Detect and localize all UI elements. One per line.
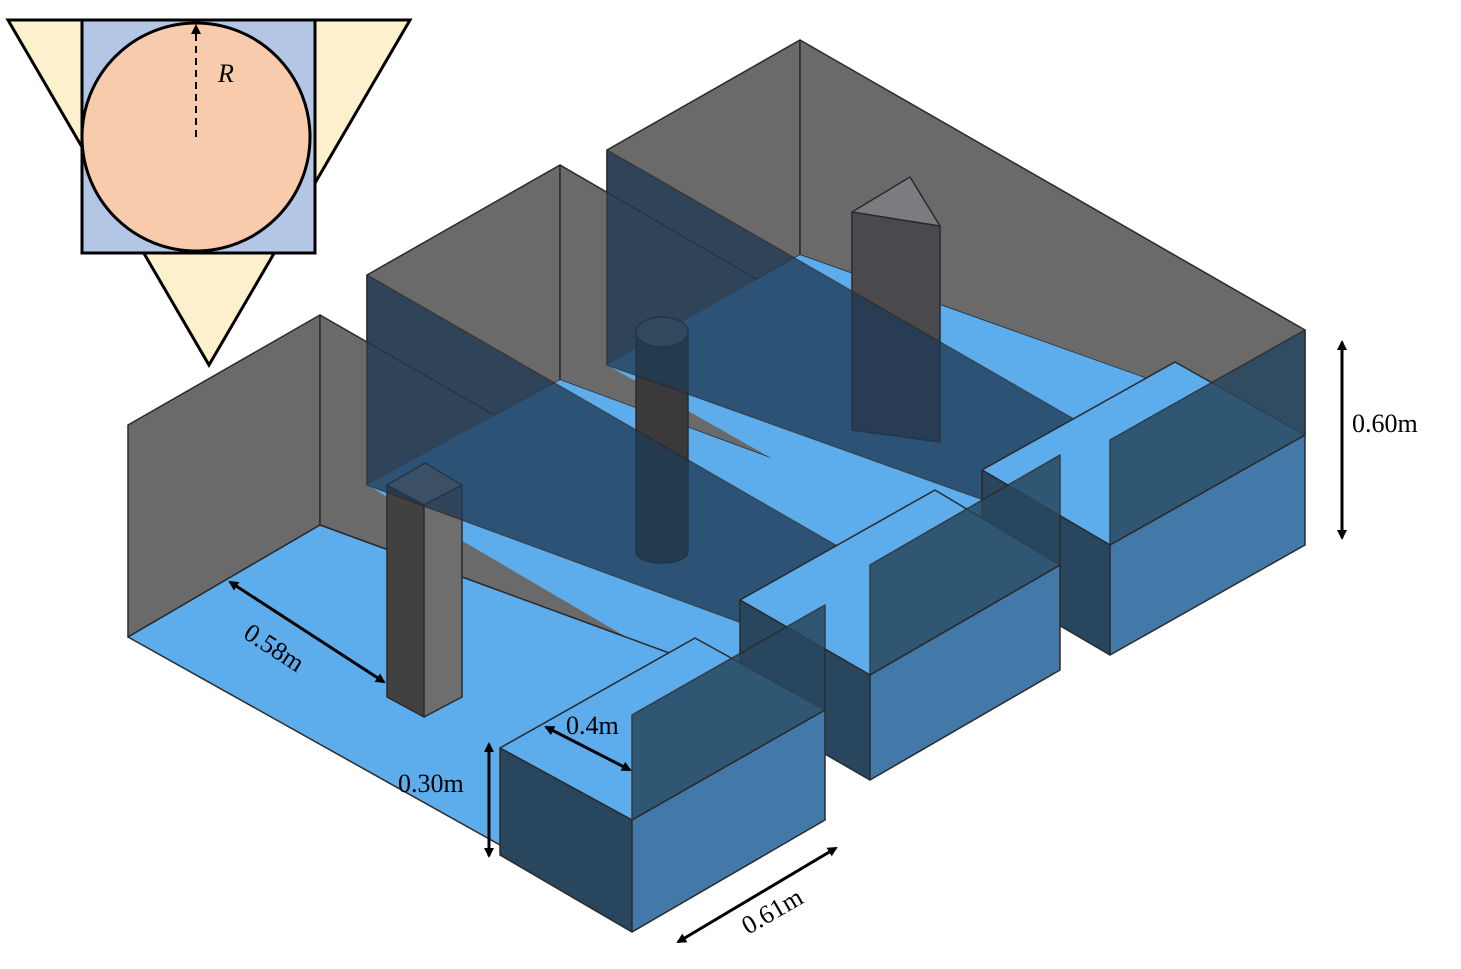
water-depth-label: 0.30m [398, 769, 464, 798]
square-column-left-face [386, 484, 425, 718]
radius-label: R [217, 59, 234, 88]
channel-width-label: 0.61m [737, 882, 808, 940]
tank-1-upper-glass [631, 604, 826, 821]
glass-walls [366, 149, 1111, 671]
total-height-label: 0.60m [1352, 409, 1418, 438]
tank-3-upper-glass [1109, 329, 1306, 546]
channel-width-arrow [676, 846, 838, 944]
tank-2-upper-glass [869, 454, 1061, 676]
square-column-right-face [423, 484, 463, 718]
obstacle-distance-arrow [228, 580, 386, 684]
gap-length-arrow [544, 725, 632, 772]
prism-top [851, 176, 941, 227]
inset-cross-section: R [5, 18, 413, 368]
gap-length-label: 0.4m [566, 711, 619, 740]
